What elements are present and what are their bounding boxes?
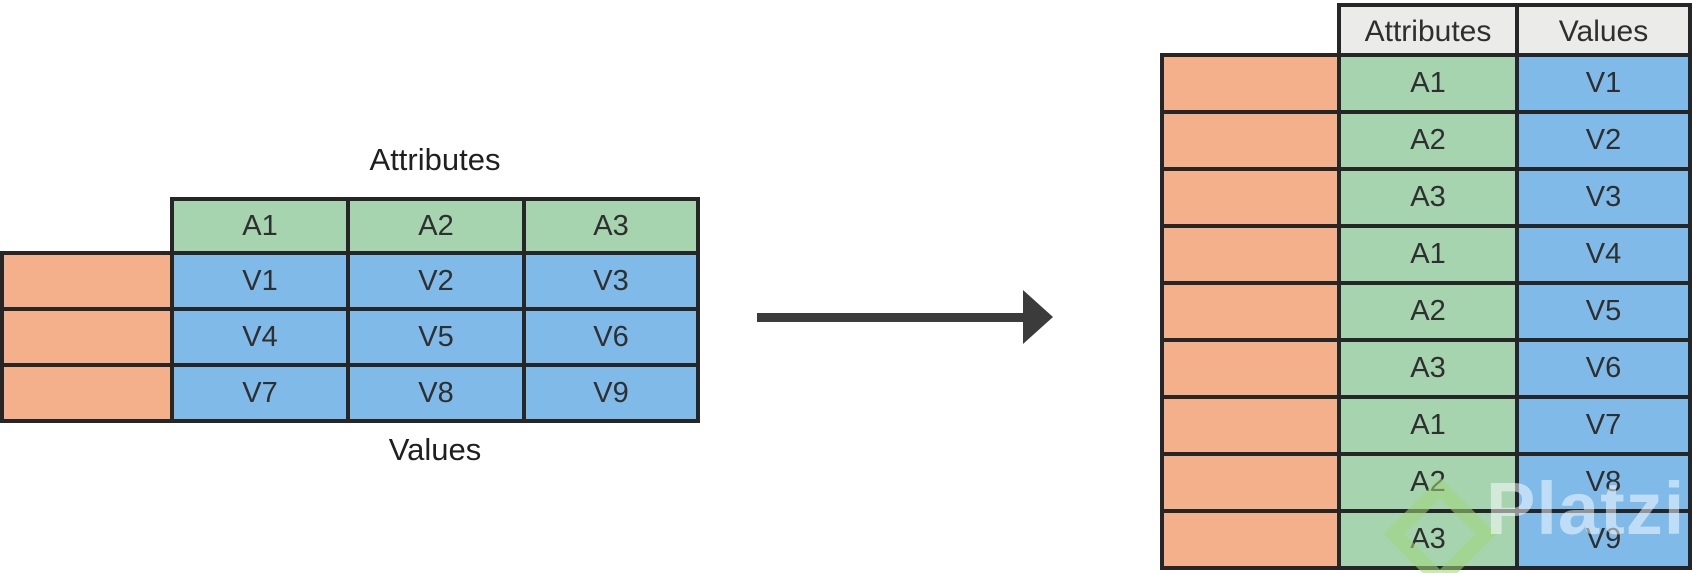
wide-table-header-cell: A1 [170,197,350,255]
wide-table-value-cell: V7 [170,363,350,423]
wide-table-id-cell [0,307,174,367]
long-table-row: A1 V1 [1160,53,1692,114]
wide-table-value-cell: V6 [522,307,700,367]
long-table-id-cell [1160,395,1341,456]
wide-table-value-cell: V9 [522,363,700,423]
long-table-id-cell [1160,338,1341,399]
long-table-id-cell [1160,110,1341,171]
long-table-value-cell: V4 [1515,224,1692,285]
long-table-row: A2 V5 [1160,281,1692,342]
long-table-id-cell [1160,452,1341,513]
long-table-body: A1 V1 A2 V2 A3 V3 A1 V4 A2 V5 A3 V6 [1160,53,1692,570]
wide-table-value-cell: V2 [346,251,526,311]
wide-table-value-cell: V4 [170,307,350,367]
wide-table-value-cell: V1 [170,251,350,311]
long-table-id-cell [1160,53,1341,114]
long-table-id-cell [1160,509,1341,570]
wide-table-row: V4 V5 V6 [0,307,700,367]
long-table-id-cell [1160,224,1341,285]
long-table-value-cell: V3 [1515,167,1692,228]
long-table-header-row: Attributes Values [1337,3,1692,61]
long-table-value-cell: V5 [1515,281,1692,342]
long-table-row: A1 V4 [1160,224,1692,285]
wide-table-body: V1 V2 V3 V4 V5 V6 V7 V8 V9 [0,251,700,423]
long-table-value-cell: V6 [1515,338,1692,399]
wide-table-header-cell: A3 [522,197,700,255]
long-table-value-cell: V2 [1515,110,1692,171]
long-table-row: A3 V9 [1160,509,1692,570]
wide-table-id-cell [0,363,174,423]
long-table-row: A3 V6 [1160,338,1692,399]
long-table-id-cell [1160,167,1341,228]
platzi-watermark-text: Platzi [1486,467,1686,550]
long-table-attribute-cell: A2 [1337,452,1519,513]
long-table-attribute-cell: A1 [1337,53,1519,114]
wide-table-value-cell: V3 [522,251,700,311]
long-table-value-cell: V7 [1515,395,1692,456]
wide-table-row: V1 V2 V3 [0,251,700,311]
wide-table-value-cell: V5 [346,307,526,367]
long-table-header-attributes: Attributes [1337,3,1519,61]
long-table-value-cell: V9 [1515,509,1692,570]
long-table-attribute-cell: A1 [1337,224,1519,285]
long-table-id-cell [1160,281,1341,342]
long-table-attribute-cell: A3 [1337,338,1519,399]
long-table-attribute-cell: A2 [1337,110,1519,171]
wide-table-id-cell [0,251,174,311]
long-table-row: A2 V8 [1160,452,1692,513]
wide-table-row: V7 V8 V9 [0,363,700,423]
long-table-attribute-cell: A1 [1337,395,1519,456]
long-table-header-values: Values [1515,3,1692,61]
long-table-row: A1 V7 [1160,395,1692,456]
long-table-value-cell: V1 [1515,53,1692,114]
wide-table-header-cell: A2 [346,197,526,255]
long-table-attribute-cell: A3 [1337,167,1519,228]
arrow-shaft [757,313,1023,322]
wide-table-attributes-label: Attributes [369,142,501,177]
wide-table-value-cell: V8 [346,363,526,423]
long-table-attribute-cell: A2 [1337,281,1519,342]
wide-table-header-row: A1 A2 A3 [170,197,700,255]
long-table-row: A3 V3 [1160,167,1692,228]
long-table-row: A2 V2 [1160,110,1692,171]
arrow-head-icon [1023,290,1053,344]
wide-table-values-label: Values [388,432,482,467]
